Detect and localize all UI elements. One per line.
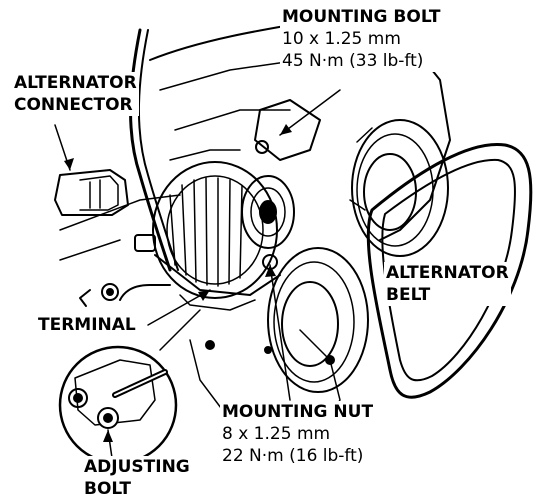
alternator-belt-line1: ALTERNATOR	[386, 263, 509, 283]
mounting-bolt-torque: 45 N·m (33 lb-ft)	[282, 51, 424, 71]
leader-mounting-bolt	[279, 89, 341, 136]
alternator-body	[152, 161, 281, 311]
mounting-nut-size: 8 x 1.25 mm	[222, 424, 331, 444]
lower-pulley	[262, 247, 369, 393]
mounting-nut-title: MOUNTING NUT	[222, 402, 374, 422]
mounting-bolt-size: 10 x 1.25 mm	[282, 29, 401, 49]
alternator-connector-line2: CONNECTOR	[14, 95, 133, 115]
mounting-bolt-label: MOUNTING BOLT 10 x 1.25 mm 45 N·m (33 lb…	[280, 6, 443, 72]
leader-terminal	[147, 289, 211, 326]
adjusting-bolt-line1: ADJUSTING	[84, 457, 190, 477]
alternator-belt	[366, 142, 533, 399]
mounting-nut-torque: 22 N·m (16 lb-ft)	[222, 446, 364, 466]
alternator-connector-label: ALTERNATOR CONNECTOR	[12, 72, 139, 116]
leader-mounting-nut	[269, 264, 291, 401]
terminal-text: TERMINAL	[38, 315, 136, 335]
alternator-connector-line1: ALTERNATOR	[14, 73, 137, 93]
leader-inset	[159, 309, 201, 351]
wiring-harness	[79, 28, 179, 307]
mounting-nut-label: MOUNTING NUT 8 x 1.25 mm 22 N·m (16 lb-f…	[220, 401, 376, 467]
alternator-pulley	[241, 175, 295, 249]
engine-block	[59, 19, 451, 441]
upper-pulley	[349, 119, 449, 257]
adjusting-bolt-label: ADJUSTING BOLT	[82, 456, 192, 500]
alternator-connector	[54, 169, 156, 252]
leader-arrowheads	[64, 124, 292, 442]
mounting-bolt-title: MOUNTING BOLT	[282, 7, 441, 27]
alternator-belt-label: ALTERNATOR BELT	[384, 262, 511, 306]
adjusting-bolt-inset	[58, 345, 178, 465]
alternator-belt-line2: BELT	[386, 285, 431, 305]
adjusting-bolt-line2: BOLT	[84, 479, 132, 499]
terminal-label: TERMINAL	[36, 314, 138, 336]
